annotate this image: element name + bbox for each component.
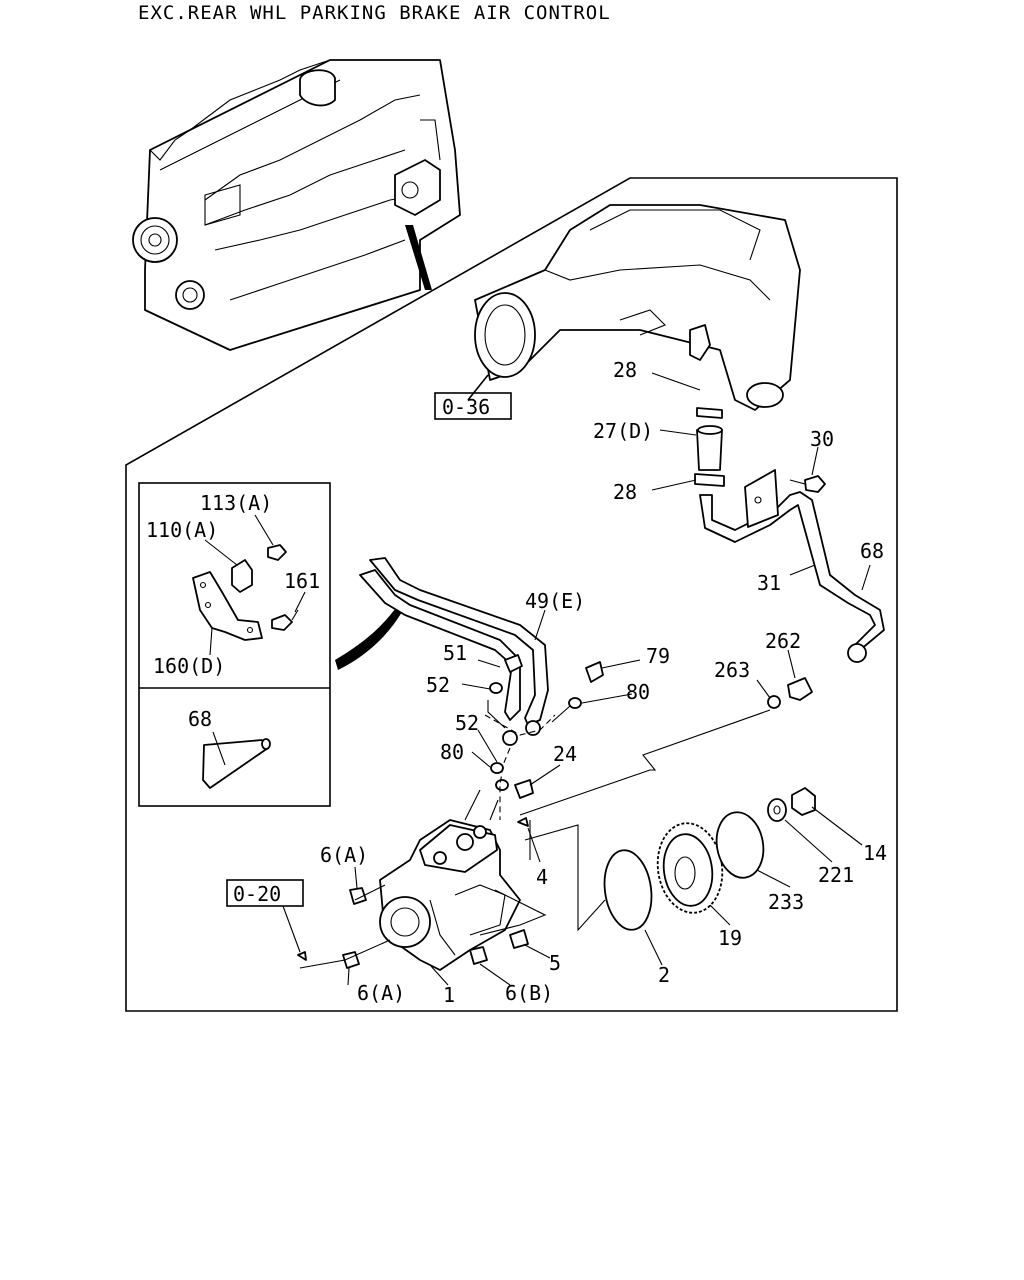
callout-28-upper: 28 [613,358,637,382]
washer-hole [773,805,781,815]
hose-end [697,425,723,435]
engine-overview [132,59,461,351]
callout-30: 30 [810,427,834,451]
gasket-2 [603,849,653,931]
key-0-20 [297,951,307,961]
bolt-5 [509,929,529,949]
callout-6b: 6(B) [505,981,553,1005]
hose-clamp-upper [696,407,723,419]
callout-19: 19 [718,926,742,950]
guide-80a [551,705,571,723]
callout-1: 1 [443,983,455,1007]
bolt-79 [585,661,604,683]
guide-0-20 [299,939,391,969]
washer-80b [490,762,504,774]
callout-160d: 160(D) [153,654,225,678]
o-ring-233 [715,811,765,879]
callout-80-lower: 80 [440,740,464,764]
callout-6a-upper: 6(A) [320,843,368,867]
air-compressor [379,819,521,971]
ref-label-0-20: 0-20 [233,882,281,906]
air-pipe-49 [359,557,549,746]
callout-110a: 110(A) [146,518,218,542]
ref-box-0-20 [226,879,304,907]
guide-6a [354,884,386,901]
fitting-262 [787,677,813,701]
callout-2: 2 [658,963,670,987]
nut-14 [791,787,816,816]
diagram-title: EXC.REAR WHL PARKING BRAKE AIR CONTROL [138,2,611,24]
bolt-24 [514,779,534,799]
washer-52a [489,682,503,694]
callout-28-lower: 28 [613,480,637,504]
callout-labels: 0-36 0-20 28 27(D) 28 30 68 31 262 263 1… [146,358,887,1007]
callout-14: 14 [863,841,887,865]
callout-262: 262 [765,629,801,653]
washer-80a [568,697,582,709]
callout-113a: 113(A) [200,491,272,515]
callout-49e: 49(E) [525,589,585,613]
leader-lines [204,372,871,986]
inset-box [138,482,331,807]
gear-19 [656,822,724,914]
inset-pointer [335,605,402,670]
guide-52b [489,799,499,821]
callout-52-lower: 52 [455,711,479,735]
callout-221: 221 [818,863,854,887]
callout-24: 24 [553,742,577,766]
washer-221 [767,798,787,822]
intake-duct [474,204,801,411]
callout-27d: 27(D) [593,419,653,443]
callout-80-upper: 80 [626,680,650,704]
washer-263 [767,695,781,709]
guide-262 [519,709,771,816]
callout-5: 5 [549,951,561,975]
callout-68-pipe: 68 [860,539,884,563]
callout-233: 233 [768,890,804,914]
callout-4: 4 [536,865,548,889]
guide-compressor-top [464,789,481,821]
guide-gasket [524,824,606,932]
callout-79: 79 [646,644,670,668]
nut-6b [469,946,488,965]
callout-51: 51 [443,641,467,665]
guide-5 [479,889,547,936]
key-4 [517,817,529,827]
callout-263: 263 [714,658,750,682]
bolt-51 [504,654,523,673]
leader-0-36 [467,374,489,401]
ref-box-0-36 [434,392,512,420]
washer-52b [495,779,509,791]
callout-6a-lower: 6(A) [357,981,405,1005]
callout-68-inset: 68 [188,707,212,731]
ref-label-0-36: 0-36 [442,395,490,419]
pipe-31 [699,469,885,663]
hose-clamp-lower [694,473,725,487]
inset-bracket [192,544,299,789]
location-pointer [405,225,432,290]
detail-frame [125,177,898,1012]
callout-161: 161 [284,569,320,593]
callout-52-upper: 52 [426,673,450,697]
guide-52a [487,700,506,729]
leader-0-20 [282,905,301,953]
nut-6a-upper [349,887,367,905]
rubber-hose [696,429,723,471]
callout-31: 31 [757,571,781,595]
